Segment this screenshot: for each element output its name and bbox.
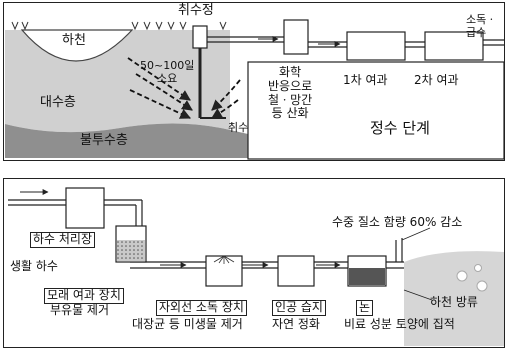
wetland-tank <box>277 255 315 287</box>
purification-stage-box <box>247 61 505 160</box>
sewage-plant-box <box>65 187 105 229</box>
river-discharge-label: 하천 방류 <box>430 295 478 309</box>
river-label: 하천 <box>62 33 86 48</box>
suspended-removal-label: 부유물 제거 <box>50 303 110 317</box>
chem-line4: 등 산화 <box>271 106 309 121</box>
domestic-sewage-label: 생활 하수 <box>10 259 58 273</box>
stage-label: 정수 단계 <box>370 119 430 137</box>
chem-line1: 화학 <box>279 65 302 79</box>
chem-line3: 철ㆍ망간 <box>268 92 313 107</box>
sewage-plant-label: 하수 처리장 <box>30 232 96 248</box>
fertilizer-label: 비료 성분 토양에 집적 <box>344 317 455 331</box>
river-basin <box>20 29 134 62</box>
disinfect-label: 소독ㆍ 급수 <box>466 13 497 39</box>
filter2-box <box>424 31 484 61</box>
wetland-label: 인공 습지 <box>272 300 326 316</box>
disinfect-line1: 소독ㆍ <box>466 13 497 26</box>
disinfect-line2: 급수 <box>466 25 487 39</box>
uv-device-label: 자외선 소독 장치 <box>156 300 247 316</box>
reaction-tank <box>283 19 309 55</box>
duration-line2: 소요 <box>157 71 178 85</box>
impermeable-layer <box>5 123 248 158</box>
impermeable-label: 불투수층 <box>80 133 128 148</box>
intake-label: 취수 <box>228 121 249 134</box>
filter1-label: 1차 여과 <box>343 73 388 87</box>
filter1-box <box>346 31 406 61</box>
intake-well-label: 취수정 <box>178 3 214 18</box>
microbe-removal-label: 대장균 등 미생물 제거 <box>132 317 243 331</box>
sand-filter-label: 모래 여과 장치 <box>44 288 124 304</box>
river-bank <box>404 251 504 346</box>
groundwater-flow-arrows <box>127 57 241 119</box>
nitrogen-label: 수중 질소 함량 60% 감소 <box>332 215 463 229</box>
natural-purify-label: 자연 정화 <box>272 317 320 331</box>
filter2-label: 2차 여과 <box>414 73 459 87</box>
duration-label: 50~100일 소요 <box>140 59 195 85</box>
intake-well <box>192 25 208 49</box>
aquifer-label: 대수층 <box>40 95 76 110</box>
grass-marks <box>11 21 227 31</box>
paddy-label: 논 <box>356 300 374 316</box>
duration-line1: 50~100일 <box>140 59 195 72</box>
chem-line2: 반응으로 <box>268 78 313 93</box>
sewage-treatment-panel <box>3 178 505 348</box>
chem-reaction-label: 화학 반응으로 철ㆍ망간 등 산화 <box>268 65 313 121</box>
